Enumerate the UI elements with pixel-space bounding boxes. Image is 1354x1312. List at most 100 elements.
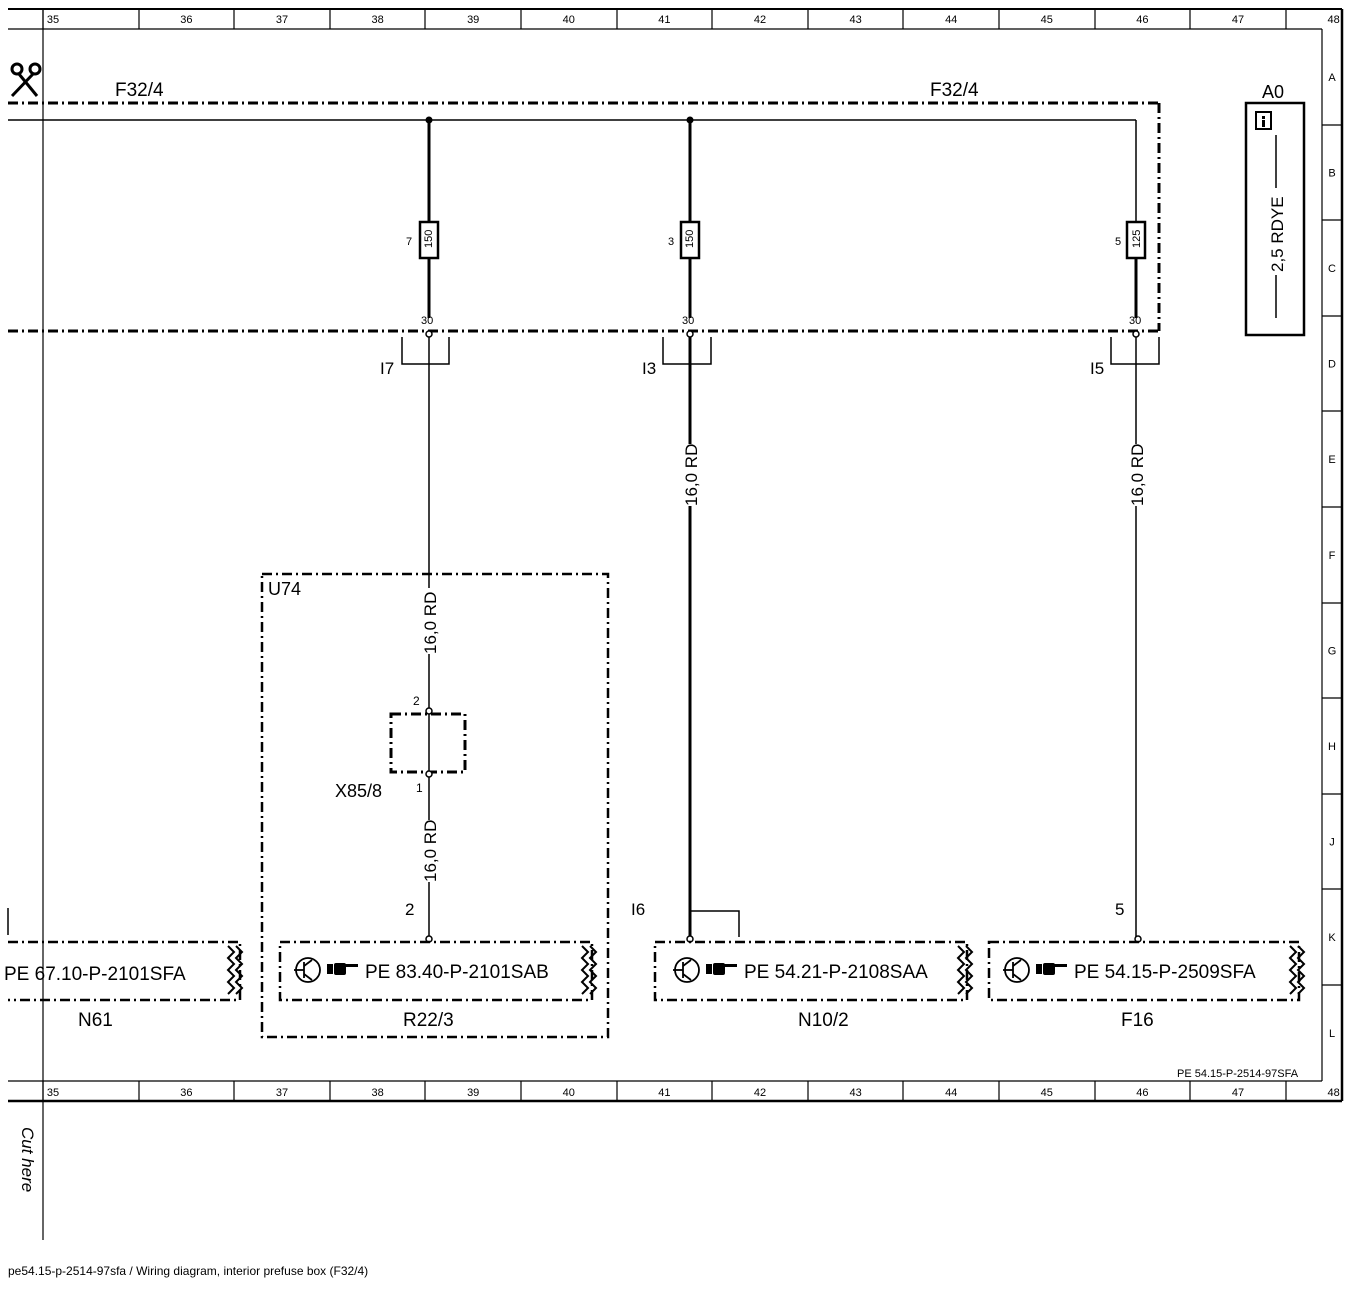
legend-a0: A0 2,5 RDYE (1244, 82, 1306, 337)
connector-brackets (401, 337, 1160, 365)
column-label-top: 38 (371, 14, 383, 26)
column-label-top: 41 (658, 14, 670, 26)
column-label-bottom: 48 (1327, 1087, 1339, 1099)
pointing-hand-icon (1036, 963, 1067, 975)
connector-x85-pin2 (425, 707, 433, 715)
box-n61-ref: PE 67.10-P-2101SFA (4, 964, 186, 985)
connector-x85-pin-bottom: 1 (416, 781, 423, 795)
row-label: C (1328, 263, 1336, 275)
wires (428, 337, 1137, 937)
column-label-top: 39 (467, 14, 479, 26)
pin-r22: 2 (405, 900, 414, 919)
busbar (8, 119, 1137, 222)
wire-label-mid: 16,0 RD (682, 444, 701, 506)
box-n10-component: N10/2 (798, 1010, 849, 1031)
fuse-5-terminal: 30 (1129, 315, 1141, 327)
diagram-frame (8, 8, 1344, 1240)
column-label-bottom: 47 (1232, 1087, 1244, 1099)
connector-x85-label: X85/8 (335, 781, 382, 801)
info-icon (1255, 111, 1272, 130)
row-dividers (1322, 124, 1342, 986)
column-label-bottom: 36 (180, 1087, 192, 1099)
legend-a0-title: A0 (1262, 82, 1284, 102)
box-r22-ref: PE 83.40-P-2101SAB (365, 962, 549, 983)
column-label-bottom: 46 (1136, 1087, 1148, 1099)
fusebox-label-right: F32/4 (930, 80, 979, 101)
column-dividers (42, 9, 1287, 1101)
row-label: L (1329, 1028, 1335, 1040)
legend-a0-text: 2,5 RDYE (1268, 196, 1287, 272)
column-label-top: 46 (1136, 14, 1148, 26)
row-label: H (1328, 741, 1336, 753)
doc-reference: PE 54.15-P-2514-97SFA (1177, 1068, 1299, 1080)
row-label: F (1329, 550, 1336, 562)
module-u74-boundary (260, 572, 610, 1039)
box-n61-component: N61 (78, 1010, 113, 1031)
column-label-top: 36 (180, 14, 192, 26)
row-label: B (1328, 167, 1335, 179)
fuse-3-terminal: 30 (682, 315, 694, 327)
row-label: G (1328, 645, 1337, 657)
column-label-bottom: 45 (1041, 1087, 1053, 1099)
cut-here-label: Cut here (18, 1127, 37, 1192)
figure-caption: pe54.15-p-2514-97sfa / Wiring diagram, i… (8, 1264, 369, 1278)
fuse-5-rating: 125 (1131, 230, 1143, 248)
column-label-top: 45 (1041, 14, 1053, 26)
pin-f16: 5 (1115, 900, 1124, 919)
wire-label-u74-lower: 16,0 RD (421, 820, 440, 882)
fuse-terminals (425, 330, 1140, 338)
row-label: E (1328, 454, 1335, 466)
column-label-bottom: 42 (754, 1087, 766, 1099)
row-label: A (1328, 72, 1336, 84)
box-r22-component: R22/3 (403, 1010, 454, 1031)
column-label-top: 37 (276, 14, 288, 26)
transistor-icon (294, 957, 321, 983)
fuse-7-terminal: 30 (421, 315, 433, 327)
connector-i5: I5 (1090, 359, 1104, 378)
fuse-3-rating: 150 (684, 230, 696, 248)
column-label-bottom: 38 (371, 1087, 383, 1099)
connector-i7: I7 (380, 359, 394, 378)
box-f16-component: F16 (1121, 1010, 1154, 1031)
wire-label-right: 16,0 RD (1128, 444, 1147, 506)
column-label-bottom: 41 (658, 1087, 670, 1099)
column-label-top: 35 (47, 14, 59, 26)
fuse-3-number: 3 (668, 236, 674, 248)
fuse-7 (418, 120, 440, 318)
fuse-5 (1125, 220, 1147, 318)
column-label-top: 48 (1327, 14, 1339, 26)
module-u74-label: U74 (268, 579, 301, 599)
row-label: K (1328, 932, 1336, 944)
column-label-top: 40 (563, 14, 575, 26)
connector-i3: I3 (642, 359, 656, 378)
column-label-top: 47 (1232, 14, 1244, 26)
wire-label-u74-upper: 16,0 RD (421, 592, 440, 654)
box-n10-ref: PE 54.21-P-2108SAA (744, 962, 928, 983)
box-n61: PE 67.10-P-2101SFA N61 (4, 940, 244, 1031)
fuse-3 (679, 120, 701, 318)
pin-i6: I6 (631, 900, 645, 919)
row-label: J (1329, 837, 1335, 849)
column-label-bottom: 35 (47, 1087, 59, 1099)
connector-x85-box (389, 712, 467, 774)
column-label-bottom: 43 (849, 1087, 861, 1099)
fuse-5-number: 5 (1115, 236, 1121, 248)
transistor-icon (673, 957, 700, 983)
fuse-7-number: 7 (406, 236, 412, 248)
scissors-icon (10, 62, 42, 98)
fusebox-boundary (8, 101, 1161, 333)
pointing-hand-icon (327, 963, 358, 975)
column-label-bottom: 40 (563, 1087, 575, 1099)
box-f16: PE 54.15-P-2509SFA F16 (987, 940, 1306, 1031)
column-label-top: 43 (849, 14, 861, 26)
transistor-icon (1003, 957, 1030, 983)
column-label-bottom: 44 (945, 1087, 957, 1099)
column-label-top: 42 (754, 14, 766, 26)
connector-x85-pin1 (425, 770, 433, 778)
i6-bracket (689, 910, 740, 937)
box-f16-ref: PE 54.15-P-2509SFA (1074, 962, 1256, 983)
